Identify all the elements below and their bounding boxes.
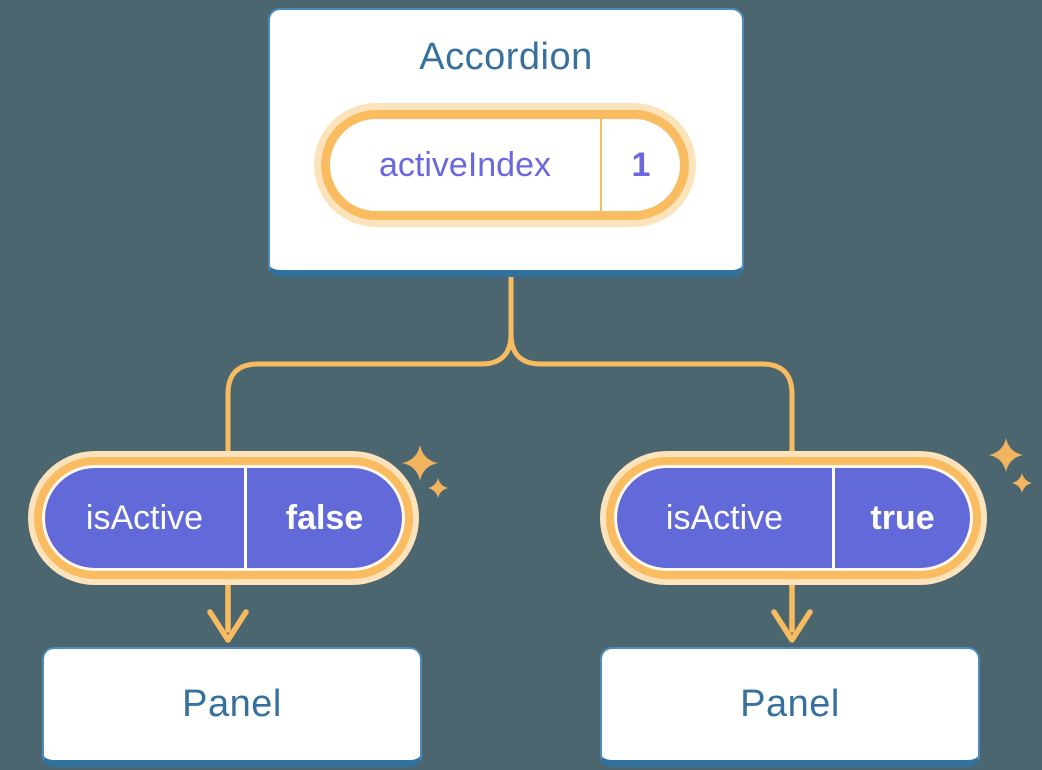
state-pill-active-index: activeIndex 1 (321, 110, 689, 220)
pill-divider (600, 119, 602, 211)
arrow-down-icon (771, 583, 813, 643)
pill-divider (244, 468, 247, 568)
panel-card-left: Panel (42, 647, 422, 767)
sparkle-icon (402, 445, 448, 498)
state-label: activeIndex (379, 145, 551, 184)
state-value: 1 (631, 145, 651, 184)
accordion-title: Accordion (419, 36, 593, 78)
sparkle-icon (989, 438, 1032, 493)
prop-pill-is-active-false: isActive false (42, 465, 405, 571)
panel-title: Panel (182, 683, 282, 725)
prop-label: isActive (85, 498, 204, 537)
prop-value: false (285, 498, 364, 537)
connector-right-branch (508, 274, 795, 465)
prop-value: true (870, 498, 935, 537)
arrow-down-icon (207, 583, 249, 643)
pill-divider (832, 468, 835, 568)
prop-label: isActive (665, 498, 784, 537)
panel-title: Panel (740, 683, 840, 725)
panel-card-right: Panel (600, 647, 980, 767)
prop-pill-is-active-true: isActive true (614, 465, 973, 571)
connector-left-branch (225, 274, 514, 465)
